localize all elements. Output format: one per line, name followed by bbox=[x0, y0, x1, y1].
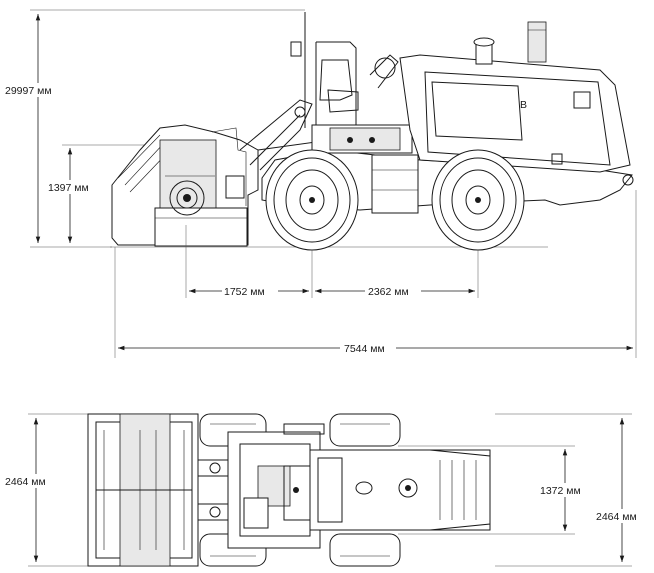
rear-right-wheel bbox=[329, 533, 401, 567]
side-view: 29997 мм 1397 мм bbox=[4, 9, 637, 358]
top-view: 2464 мм bbox=[3, 413, 652, 567]
overall-length-label: 7544 мм bbox=[344, 343, 385, 355]
engine-hood: B bbox=[399, 21, 634, 186]
engine-top bbox=[309, 449, 491, 531]
wheelbase-label: 2362 мм bbox=[368, 286, 409, 298]
overall-width-right-label: 2464 мм bbox=[596, 511, 637, 523]
rotor-assembly bbox=[111, 124, 259, 247]
svg-text:B: B bbox=[520, 99, 527, 111]
drum-height-label: 1397 мм bbox=[48, 182, 89, 194]
track-width-label: 1372 мм bbox=[540, 485, 581, 497]
lift-arms-top bbox=[198, 459, 232, 521]
rotor-top bbox=[87, 413, 199, 567]
overall-width-left-label: 2464 мм bbox=[5, 476, 46, 488]
overall-height-label: 29997 мм bbox=[5, 85, 52, 97]
rear-wheel bbox=[431, 149, 525, 251]
drum-to-axle-label: 1752 мм bbox=[224, 286, 265, 298]
front-wheel bbox=[265, 149, 359, 251]
chassis-top bbox=[227, 423, 325, 549]
rear-left-wheel bbox=[329, 413, 401, 447]
operator-station bbox=[290, 12, 419, 214]
